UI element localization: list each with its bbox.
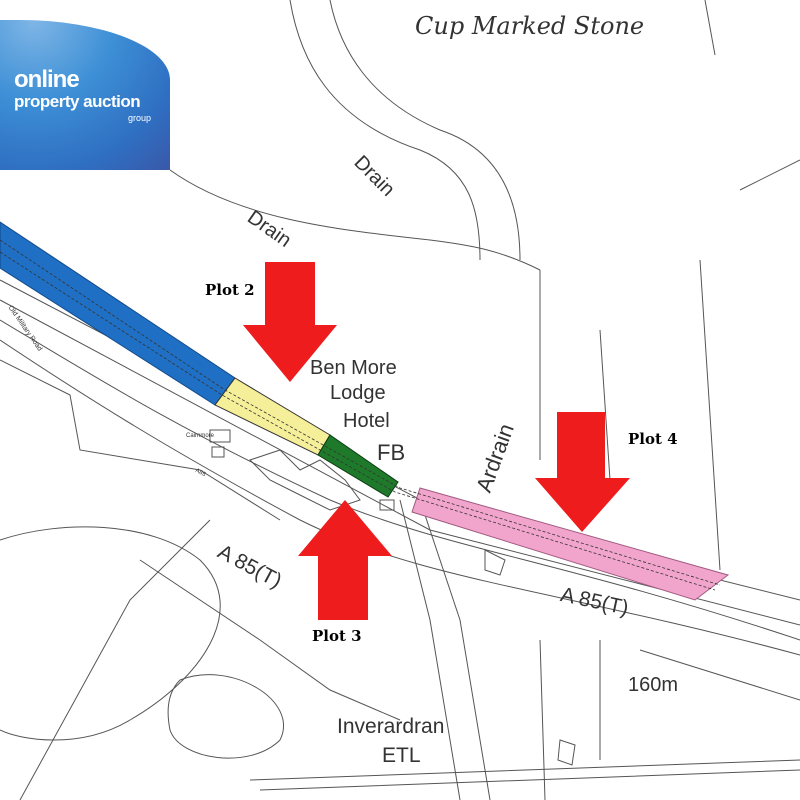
drain-line bbox=[289, 0, 481, 261]
distance-label: 160m bbox=[628, 674, 679, 696]
map-title: Cup Marked Stone bbox=[415, 12, 645, 40]
plot-2-arrow bbox=[243, 262, 337, 382]
hotel-label-3: Hotel bbox=[343, 410, 390, 432]
plot-2-label: Plot 2 bbox=[205, 281, 255, 299]
cairnmore-label: Cairnmore bbox=[186, 433, 215, 439]
logo-line1: online bbox=[14, 66, 80, 93]
plot-4-arrow bbox=[535, 412, 630, 532]
fb-label: FB bbox=[377, 440, 406, 465]
hotel-label-1: Ben More bbox=[310, 357, 397, 379]
plot-2-yellow-area[interactable] bbox=[214, 377, 331, 456]
plot-3-green-area[interactable] bbox=[317, 434, 399, 498]
hotel-label-2: Lodge bbox=[330, 382, 386, 404]
plot-3-arrow bbox=[298, 500, 392, 620]
logo-line2: property auction bbox=[14, 92, 141, 111]
plot-3-label: Plot 3 bbox=[312, 627, 362, 645]
place-label: Inverardran bbox=[337, 715, 445, 738]
plot-4-label: Plot 4 bbox=[628, 430, 678, 448]
logo-line3: group bbox=[128, 113, 152, 123]
etl-label: ETL bbox=[382, 744, 421, 767]
company-logo: online property auction group bbox=[0, 20, 170, 170]
